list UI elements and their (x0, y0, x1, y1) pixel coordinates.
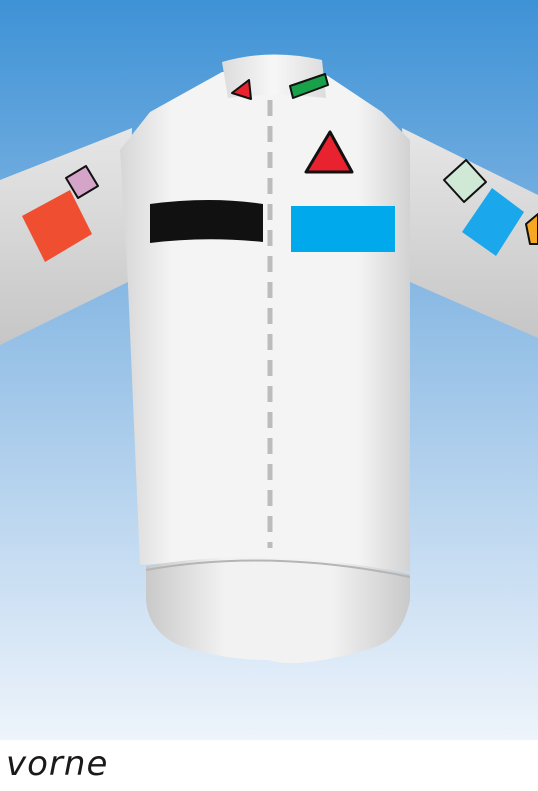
jersey-illustration (0, 0, 538, 740)
black-chest-patch (150, 200, 263, 243)
blue-chest-patch (291, 206, 395, 252)
jersey-body (120, 72, 410, 572)
jersey-tail (146, 557, 410, 663)
view-label: vorne (6, 744, 108, 784)
